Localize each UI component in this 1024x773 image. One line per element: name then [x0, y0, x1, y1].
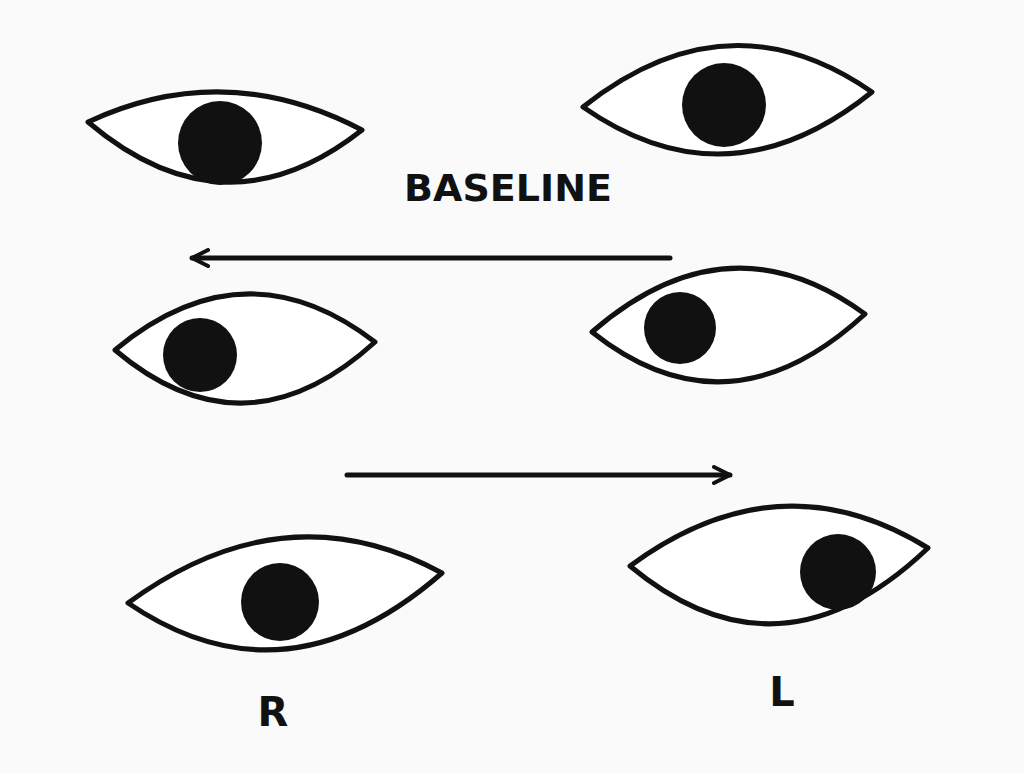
- eye-outline: [583, 45, 872, 154]
- pupil: [241, 563, 319, 641]
- eye-outline: [128, 537, 442, 650]
- eye-outline: [630, 506, 928, 624]
- baseline-label: BASELINE: [404, 169, 612, 207]
- eye-outline: [115, 294, 375, 403]
- pupil: [178, 101, 262, 185]
- direction-arrow: [347, 473, 730, 478]
- pupil: [682, 63, 766, 147]
- direction-arrow: [192, 256, 670, 261]
- side-label: L: [769, 672, 795, 712]
- pupil: [163, 318, 237, 392]
- side-label: R: [258, 692, 289, 732]
- eye-outline: [592, 268, 865, 382]
- pupil: [644, 292, 716, 364]
- pupil: [800, 534, 876, 610]
